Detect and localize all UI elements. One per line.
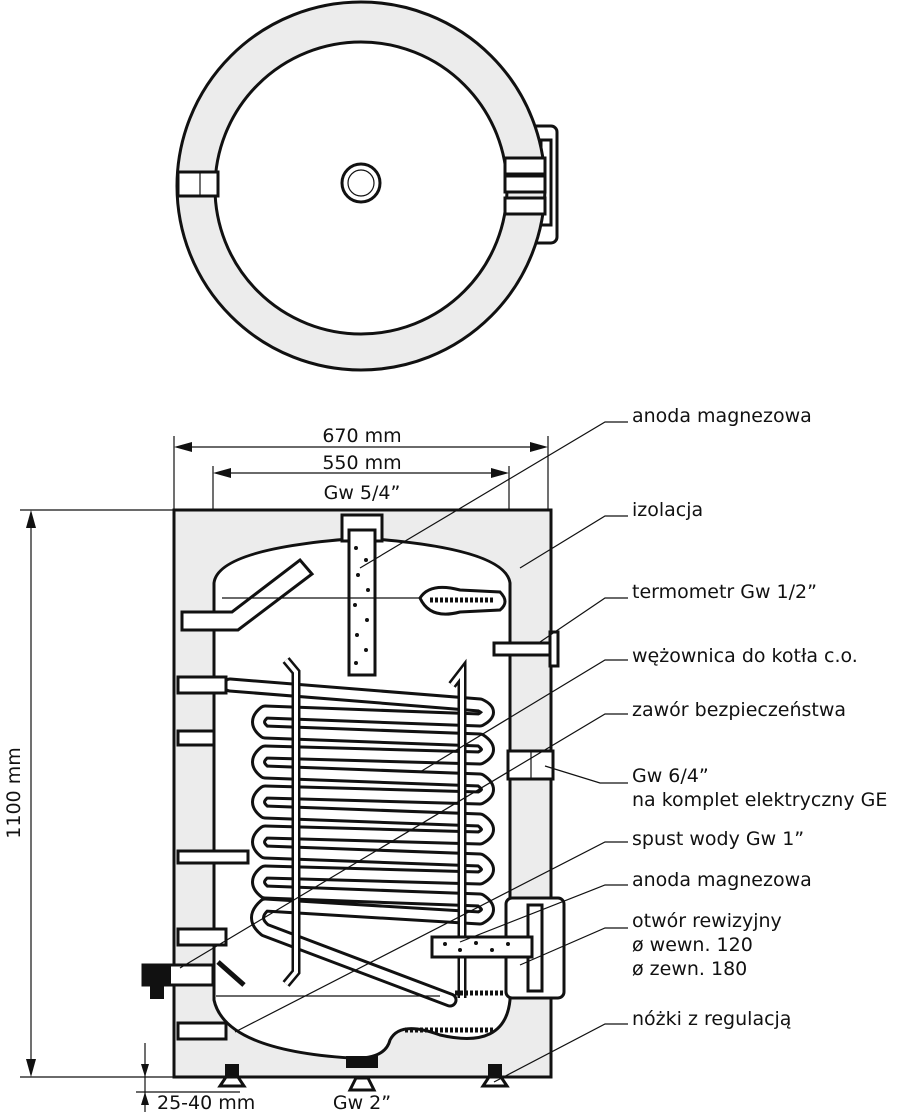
callout-labels: anoda magnezowa izolacja termometr Gw 1/… [632, 405, 887, 1030]
side-section [141, 508, 566, 1092]
label-thermometer: termometr Gw 1/2ˮ [632, 581, 817, 603]
dimension-lines [20, 436, 549, 1112]
top-view-right-stub-3 [503, 196, 547, 216]
label-anode-top: anoda magnezowa [632, 405, 812, 427]
bottom-connection [346, 1056, 378, 1068]
adjustable-feet [217, 1064, 510, 1092]
label-boiler-coil: wężownica do kotła c.o. [632, 645, 858, 667]
top-view-right-stub-1 [503, 156, 547, 176]
anode-top-rod [347, 528, 377, 677]
label-inspection-line3: ø zewn. 180 [632, 958, 747, 980]
dimension-1100-text: 1100 mm [3, 747, 25, 838]
coil-outlet-stub [176, 927, 228, 947]
label-feet: nóżki z regulacją [632, 1008, 791, 1030]
label-heater-port-line1: Gw 6/4ˮ [632, 765, 709, 787]
left-stub-2 [176, 729, 216, 747]
top-view-right-stub-2 [503, 174, 547, 194]
label-inspection-line2: ø wewn. 120 [632, 934, 753, 956]
anode-bottom-rod [430, 935, 534, 959]
label-safety-valve: zawór bezpieczeństwa [632, 699, 846, 721]
dimension-670-text: 670 mm [322, 425, 401, 447]
bottom-connection-text: Gw 2ˮ [333, 1092, 391, 1114]
thermometer-port [492, 641, 556, 657]
lower-stub [176, 1021, 228, 1041]
label-drain: spust wody Gw 1ˮ [632, 828, 804, 850]
dimension-texts: 670 mm 550 mm Gw 5/4ˮ 1100 mm 25-40 mm G… [3, 425, 402, 1114]
coil-inlet-stub [176, 675, 228, 695]
safety-valve-stub [176, 849, 250, 865]
label-inspection-line1: otwór rewizyjny [632, 910, 782, 932]
upper-outlet-pipe [180, 557, 315, 632]
top-connection-text: Gw 5/4ˮ [324, 482, 401, 504]
label-anode-bottom: anoda magnezowa [632, 869, 812, 891]
leader-lines [179, 421, 628, 1083]
top-view [175, 0, 559, 372]
dimension-550-text: 550 mm [322, 452, 401, 474]
label-heater-port-line2: na komplet elektryczny GE [632, 789, 887, 811]
dimension-feet-text: 25-40 mm [157, 1092, 255, 1114]
top-view-anode-opening-inner [347, 169, 375, 197]
label-insulation: izolacja [632, 499, 703, 521]
heating-coil [222, 677, 495, 1008]
top-view-left-stub [176, 170, 220, 198]
